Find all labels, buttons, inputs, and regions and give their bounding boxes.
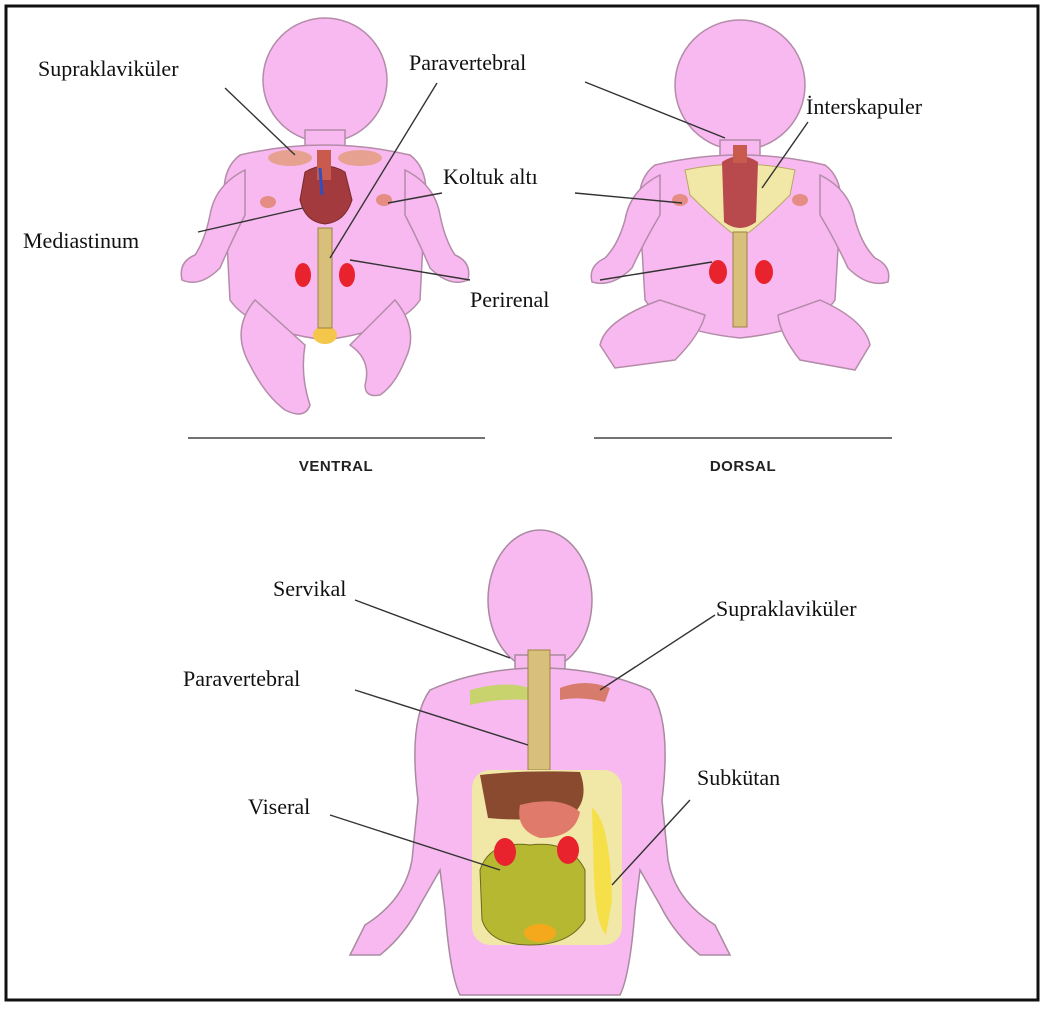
label-paravertebral-infant: Paravertebral (409, 50, 526, 75)
label-paravertebral-adult: Paravertebral (183, 666, 300, 691)
ventral-caption: VENTRAL (299, 458, 373, 475)
label-supraclavicular-infant: Supraklaviküler (38, 56, 179, 81)
label-subcutaneous: Subkütan (697, 765, 780, 790)
adult-fat-depots (470, 650, 622, 945)
label-axillary: Koltuk altı (443, 164, 538, 189)
label-mediastinum: Mediastinum (23, 228, 139, 253)
label-supraclavicular-adult: Supraklaviküler (716, 596, 857, 621)
label-cervical: Servikal (273, 576, 346, 601)
label-perirenal: Perirenal (470, 287, 549, 312)
label-interscapular: İnterskapuler (806, 94, 923, 119)
dorsal-caption: DORSAL (710, 458, 776, 475)
label-visceral: Viseral (248, 794, 310, 819)
